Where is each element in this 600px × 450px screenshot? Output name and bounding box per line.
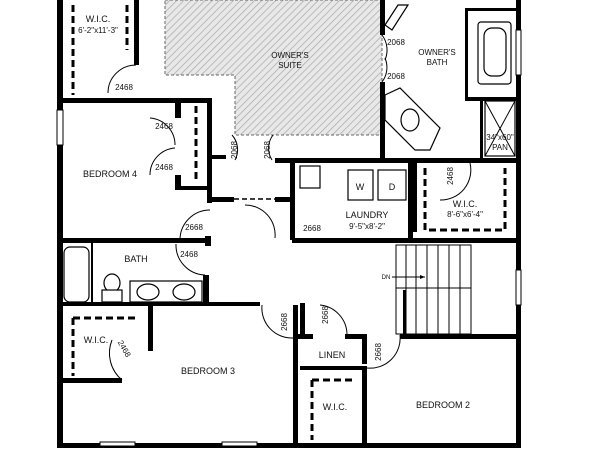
door-swings <box>107 34 472 381</box>
door-label: 2668 <box>374 343 383 361</box>
dryer-label: D <box>389 182 396 192</box>
door-label: 2668 <box>185 223 203 232</box>
wic-bath-label: W.I.C. <box>453 199 478 209</box>
bedroom2-label: BEDROOM 2 <box>416 400 470 410</box>
door-label: 2468 <box>446 167 455 185</box>
door-label: 2468 <box>116 339 133 359</box>
staircase <box>392 244 472 335</box>
door-label: 2468 <box>115 83 133 92</box>
door-label: 2668 <box>280 313 289 331</box>
door-label: 2468 <box>155 122 173 131</box>
wic-bath-size: 8'-6"x6'-4" <box>447 210 483 219</box>
door-label: 2068 <box>387 72 405 81</box>
owners-suite-label-2: SUITE <box>278 61 302 70</box>
door-label: 2068 <box>263 141 272 159</box>
owners-bath-label-2: BATH <box>427 58 448 67</box>
bath-label: BATH <box>124 254 147 264</box>
laundry-size: 9'-5"x8'-2" <box>349 222 385 231</box>
fixtures <box>63 4 516 303</box>
laundry-label: LAUNDRY <box>346 210 389 220</box>
door-label: 2068 <box>387 38 405 47</box>
bedroom3-label: BEDROOM 3 <box>181 366 235 376</box>
owners-suite-area <box>164 0 383 136</box>
door-label: 2468 <box>180 250 198 259</box>
walls <box>56 0 522 448</box>
owners-suite-label-1: OWNER'S <box>271 51 309 60</box>
wic-owner-size: 6'-2"x11'-3" <box>78 26 118 35</box>
owners-bath-label-1: OWNER'S <box>418 48 456 57</box>
door-label: 2468 <box>155 163 173 172</box>
door-label: 2668 <box>303 224 321 233</box>
washer-label: W <box>356 182 365 192</box>
shower-size: 34"x60" <box>486 133 514 142</box>
shower-pan: PAN <box>492 143 508 152</box>
stairs-down-label: DN <box>382 275 391 281</box>
wic-bed3-label: W.I.C. <box>84 335 109 345</box>
wic-bed2-label: W.I.C. <box>323 402 348 412</box>
door-label: 2668 <box>321 306 330 324</box>
wic-owner-label: W.I.C. <box>86 14 111 24</box>
bedroom4-label: BEDROOM 4 <box>83 169 137 179</box>
door-label: 2068 <box>230 141 239 159</box>
linen-label: LINEN <box>319 350 346 360</box>
